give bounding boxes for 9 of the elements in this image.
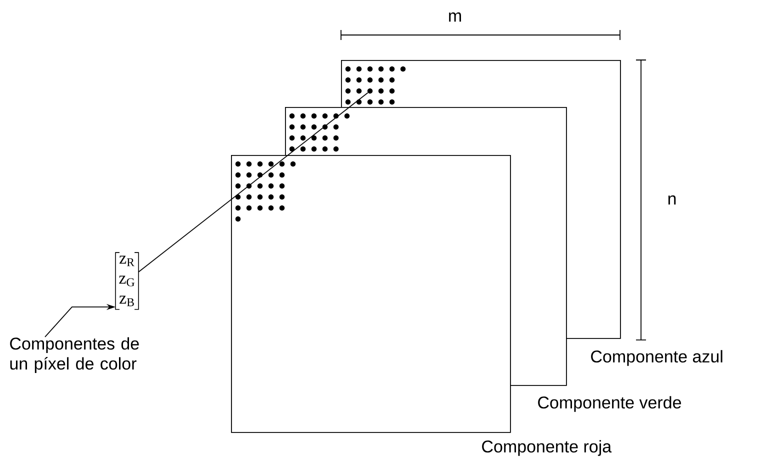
image-plane [231,155,511,433]
dimension-label: m [449,12,461,22]
caption-text: Componentes de un píxel de color [10,337,139,374]
plane-label: Componente roja [482,440,612,456]
plane-label: Componente verde [538,396,681,412]
leader-line [138,92,368,272]
plane-label: Componente azul [591,350,722,366]
pixel-vector: z$_{R}$ z$_{G}$ z$_{B}$ [115,252,139,310]
dimension-label: n [668,195,676,205]
